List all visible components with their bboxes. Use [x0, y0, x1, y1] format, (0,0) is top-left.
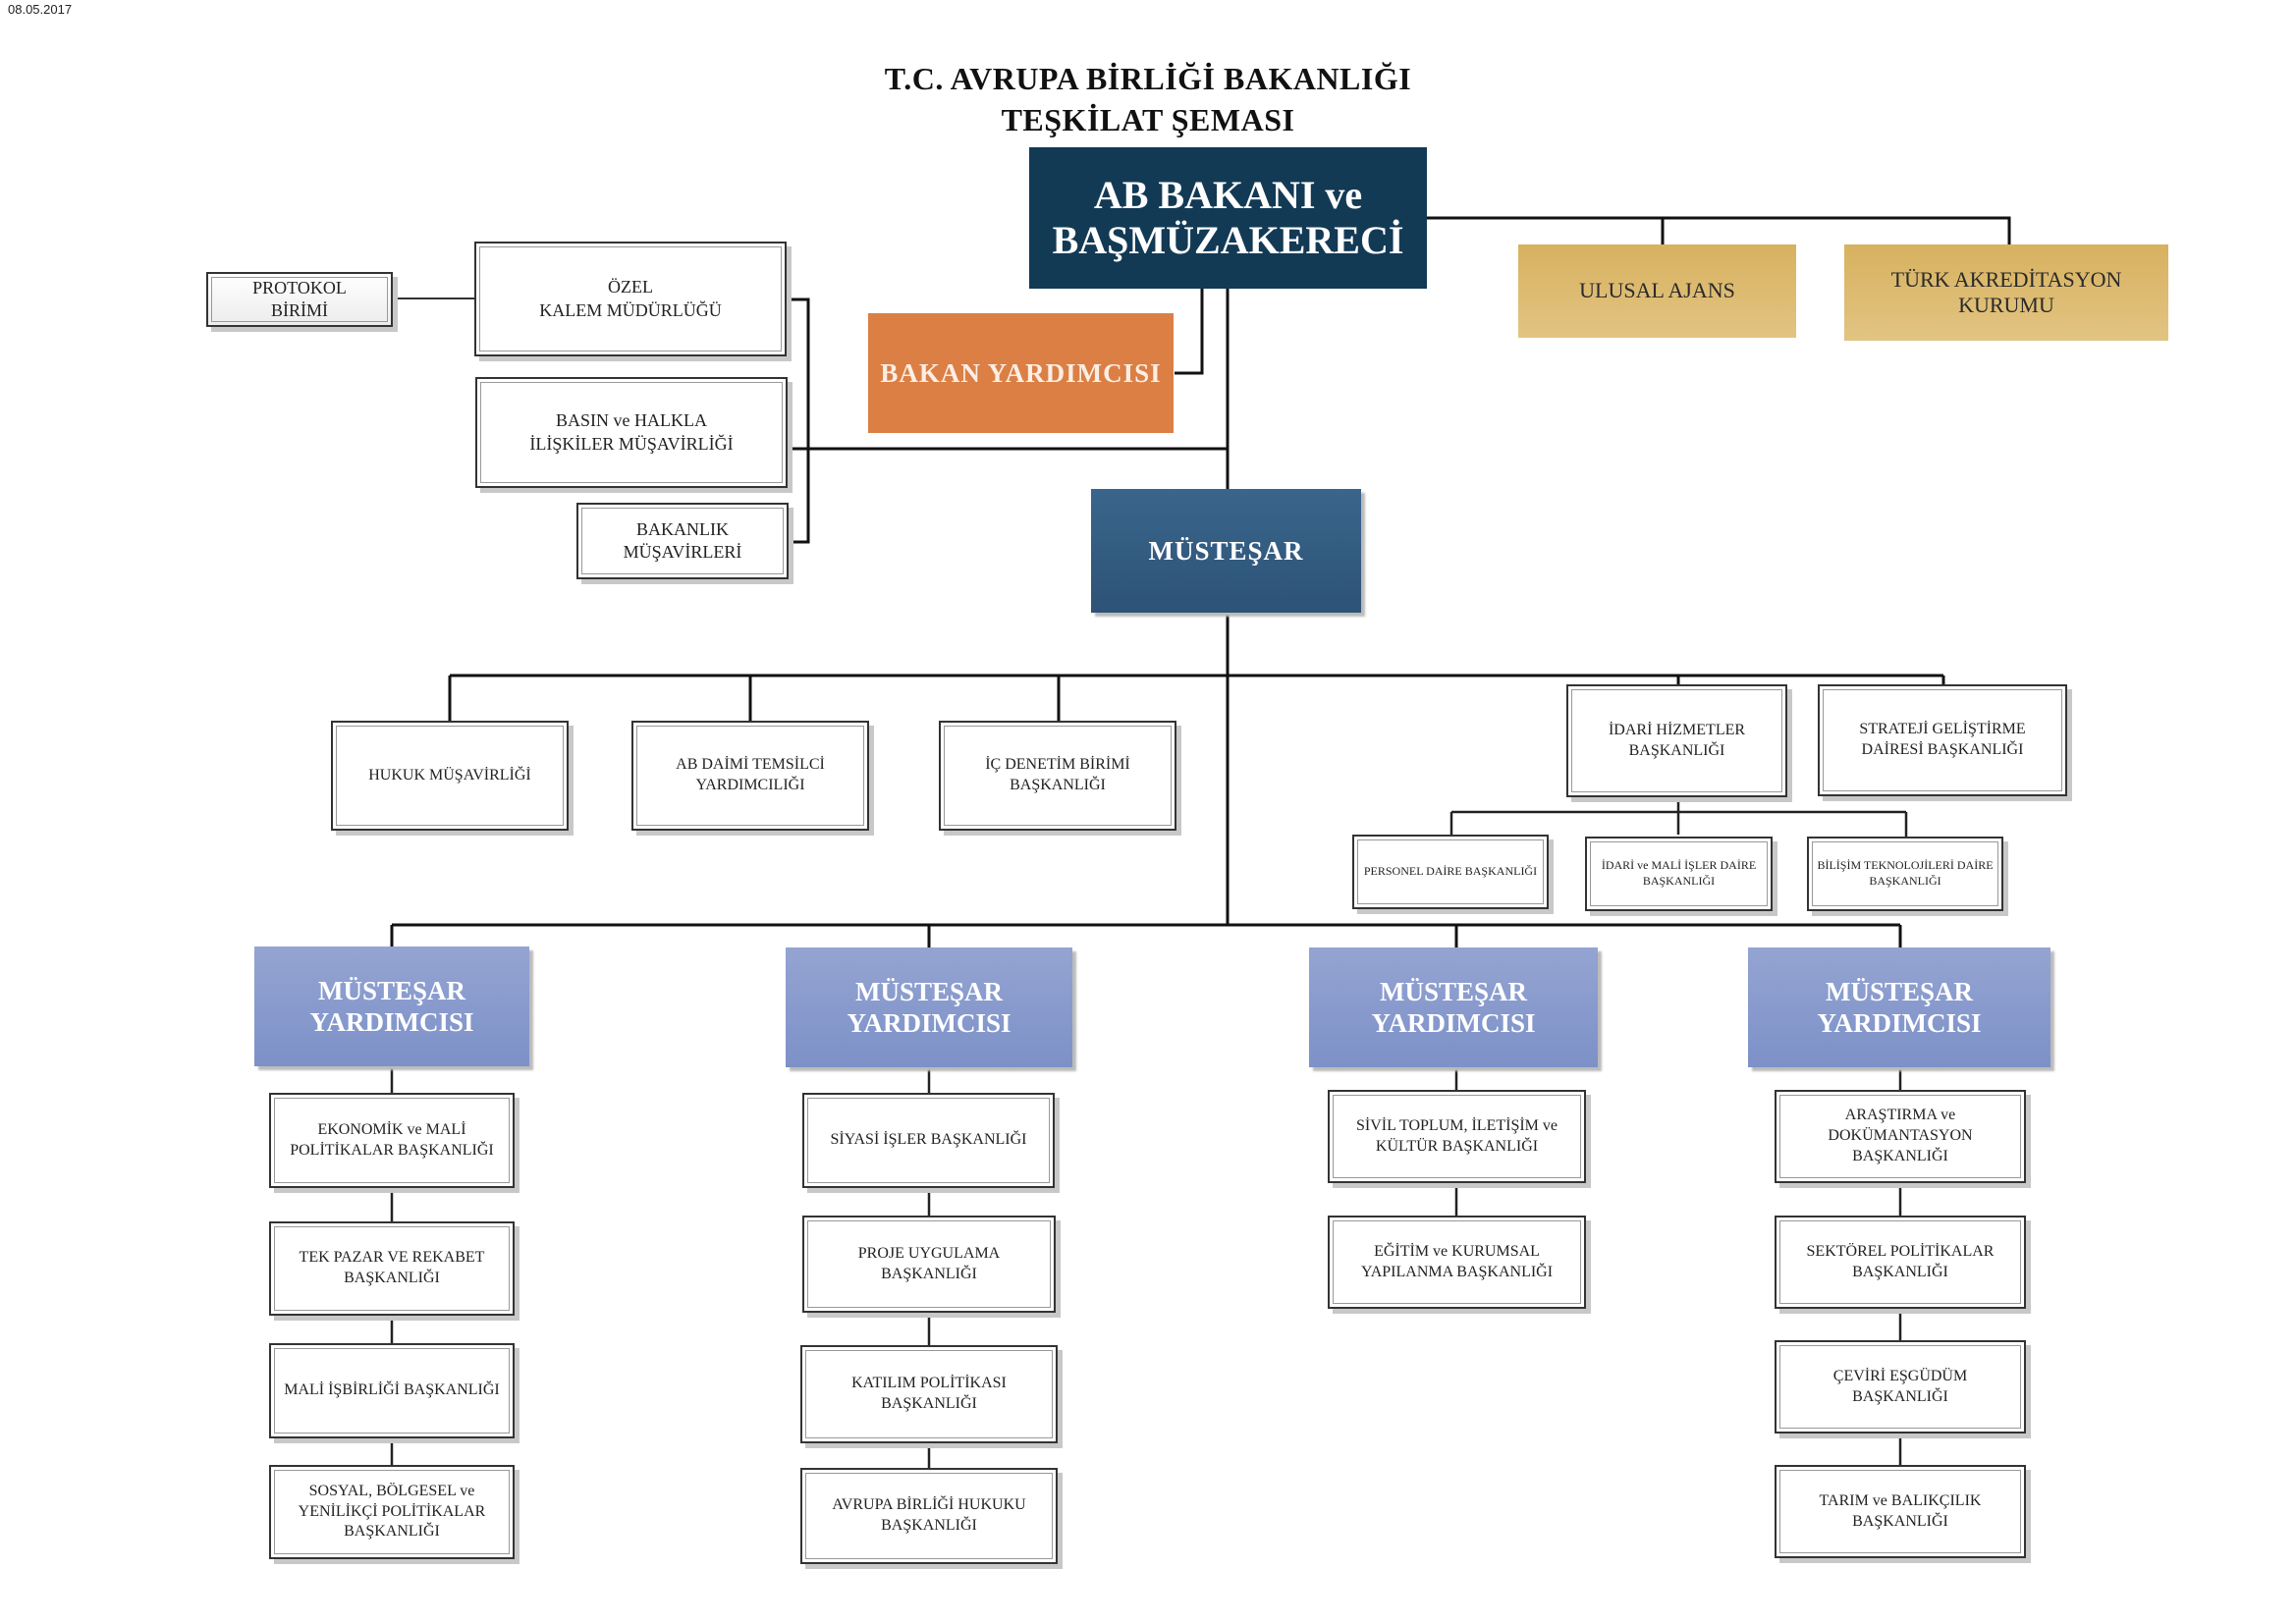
department-box: MALİ İŞBİRLİĞİ BAŞKANLIĞI	[269, 1343, 515, 1438]
chart-title-line1: T.C. AVRUPA BİRLİĞİ BAKANLIĞI	[884, 61, 1412, 96]
department-box: SİVİL TOPLUM, İLETİŞİM ve KÜLTÜR BAŞKANL…	[1328, 1090, 1586, 1183]
chart-title-line2: TEŞKİLAT ŞEMASI	[1001, 102, 1295, 137]
deputy-undersecretary-box: MÜSTEŞAR YARDIMCISI	[786, 947, 1072, 1067]
unit-label: İÇ DENETİM BİRİMİ BAŞKANLIĞI	[985, 756, 1130, 793]
connector	[1175, 289, 1204, 375]
unit-box: İÇ DENETİM BİRİMİ BAŞKANLIĞI	[939, 721, 1176, 831]
undersecretary-label: MÜSTEŞAR	[1148, 535, 1304, 566]
private-office-label: ÖZEL KALEM MÜDÜRLÜĞÜ	[539, 277, 722, 320]
press-relations-label: BASIN ve HALKLA İLİŞKİLER MÜŞAVİRLİĞİ	[529, 410, 734, 454]
deputy-minister-box: BAKAN YARDIMCISI	[868, 313, 1174, 433]
unit-box: AB DAİMİ TEMSİLCİ YARDIMCILIĞI	[631, 721, 869, 831]
department-box: PROJE UYGULAMA BAŞKANLIĞI	[802, 1216, 1056, 1313]
unit-label: STRATEJİ GELİŞTİRME DAİRESİ BAŞKANLIĞI	[1859, 721, 2026, 758]
connector	[789, 298, 810, 544]
department-label: SİYASİ İŞLER BAŞKANLIĞI	[830, 1131, 1027, 1149]
department-label: PROJE UYGULAMA BAŞKANLIĞI	[857, 1244, 1001, 1282]
private-office-box: ÖZEL KALEM MÜDÜRLÜĞÜ	[474, 242, 787, 356]
sub-unit-box: PERSONEL DAİRE BAŞKANLIĞI	[1352, 835, 1549, 909]
department-box: TEK PAZAR VE REKABET BAŞKANLIĞI	[269, 1221, 515, 1316]
department-label: EKONOMİK ve MALİ POLİTİKALAR BAŞKANLIĞI	[290, 1120, 494, 1159]
department-box: TARIM ve BALIKÇILIK BAŞKANLIĞI	[1775, 1465, 2026, 1558]
department-label: SİVİL TOPLUM, İLETİŞİM ve KÜLTÜR BAŞKANL…	[1355, 1116, 1558, 1155]
connector	[1427, 216, 2011, 245]
ministry-advisors-box: BAKANLIK MÜŞAVİRLERİ	[576, 503, 789, 579]
unit-box: İDARİ HİZMETLER BAŞKANLIĞI	[1566, 684, 1787, 797]
minister-label: AB BAKANI ve BAŞMÜZAKERECİ	[1052, 173, 1404, 262]
agency-label: TÜRK AKREDİTASYON KURUMU	[1890, 266, 2122, 317]
deputy-undersecretary-box: MÜSTEŞAR YARDIMCISI	[1748, 947, 2050, 1067]
sub-unit-box: BİLİŞİM TEKNOLOJİLERİ DAİRE BAŞKANLIĞI	[1807, 837, 2003, 911]
agency-box-ulusal-ajans: ULUSAL AJANS	[1518, 244, 1796, 338]
sub-unit-label: PERSONEL DAİRE BAŞKANLIĞI	[1363, 864, 1538, 879]
department-box: AVRUPA BİRLİĞİ HUKUKU BAŞKANLIĞI	[800, 1468, 1058, 1564]
department-label: MALİ İŞBİRLİĞİ BAŞKANLIĞI	[284, 1381, 500, 1399]
department-label: KATILIM POLİTİKASI BAŞKANLIĞI	[851, 1375, 1007, 1412]
department-label: EĞİTİM ve KURUMSAL YAPILANMA BAŞKANLIĞI	[1360, 1242, 1554, 1280]
unit-label: AB DAİMİ TEMSİLCİ YARDIMCILIĞI	[676, 756, 825, 793]
sub-unit-box: İDARİ ve MALİ İŞLER DAİRE BAŞKANLIĞI	[1585, 837, 1773, 911]
press-relations-box: BASIN ve HALKLA İLİŞKİLER MÜŞAVİRLİĞİ	[475, 377, 788, 488]
department-label: ARAŞTIRMA ve DOKÜMANTASYON BAŞKANLIĞI	[1828, 1107, 1973, 1164]
unit-box: HUKUK MÜŞAVİRLİĞİ	[331, 721, 569, 831]
sub-unit-label: BİLİŞİM TEKNOLOJİLERİ DAİRE BAŞKANLIĞI	[1817, 858, 1994, 888]
agency-label: ULUSAL AJANS	[1579, 278, 1735, 303]
unit-label: İDARİ HİZMETLER BAŞKANLIĞI	[1608, 721, 1746, 759]
deputy-minister-label: BAKAN YARDIMCISI	[880, 357, 1162, 388]
unit-label: HUKUK MÜŞAVİRLİĞİ	[368, 766, 531, 784]
protocol-unit-label: PROTOKOL BİRİMİ	[252, 277, 347, 320]
deputy-undersecretary-label: MÜSTEŞAR YARDIMCISI	[1371, 976, 1536, 1038]
department-box: ÇEVİRİ EŞGÜDÜM BAŞKANLIĞI	[1775, 1340, 2026, 1434]
undersecretary-box: MÜSTEŞAR	[1091, 489, 1361, 613]
agency-box-turkak: TÜRK AKREDİTASYON KURUMU	[1844, 244, 2168, 341]
sub-unit-label: İDARİ ve MALİ İŞLER DAİRE BAŞKANLIĞI	[1601, 858, 1757, 888]
deputy-undersecretary-label: MÜSTEŞAR YARDIMCISI	[309, 975, 474, 1037]
department-label: TARIM ve BALIKÇILIK BAŞKANLIĞI	[1819, 1491, 1982, 1530]
ministry-advisors-label: BAKANLIK MÜŞAVİRLERİ	[623, 518, 742, 562]
department-box: KATILIM POLİTİKASI BAŞKANLIĞI	[800, 1345, 1058, 1443]
department-box: EĞİTİM ve KURUMSAL YAPILANMA BAŞKANLIĞI	[1328, 1216, 1586, 1309]
department-label: ÇEVİRİ EŞGÜDÜM BAŞKANLIĞI	[1832, 1367, 1968, 1405]
deputy-undersecretary-box: MÜSTEŞAR YARDIMCISI	[1309, 947, 1598, 1067]
document-date: 08.05.2017	[8, 2, 73, 17]
department-label: TEK PAZAR VE REKABET BAŞKANLIĞI	[299, 1249, 485, 1286]
department-label: SOSYAL, BÖLGESEL ve YENİLİKÇİ POLİTİKALA…	[298, 1482, 486, 1541]
deputy-undersecretary-label: MÜSTEŞAR YARDIMCISI	[847, 976, 1011, 1038]
protocol-unit-box: PROTOKOL BİRİMİ	[206, 272, 393, 327]
deputy-undersecretary-box: MÜSTEŞAR YARDIMCISI	[254, 947, 529, 1066]
department-box: SOSYAL, BÖLGESEL ve YENİLİKÇİ POLİTİKALA…	[269, 1465, 515, 1559]
department-box: SİYASİ İŞLER BAŞKANLIĞI	[802, 1093, 1055, 1188]
department-box: ARAŞTIRMA ve DOKÜMANTASYON BAŞKANLIĞI	[1775, 1090, 2026, 1183]
deputy-undersecretary-label: MÜSTEŞAR YARDIMCISI	[1817, 976, 1982, 1038]
minister-box: AB BAKANI ve BAŞMÜZAKERECİ	[1029, 147, 1427, 289]
department-label: AVRUPA BİRLİĞİ HUKUKU BAŞKANLIĞI	[832, 1496, 1026, 1534]
department-box: EKONOMİK ve MALİ POLİTİKALAR BAŞKANLIĞI	[269, 1093, 515, 1188]
department-box: SEKTÖREL POLİTİKALAR BAŞKANLIĞI	[1775, 1216, 2026, 1309]
unit-box: STRATEJİ GELİŞTİRME DAİRESİ BAŞKANLIĞI	[1818, 684, 2067, 796]
department-label: SEKTÖREL POLİTİKALAR BAŞKANLIĞI	[1806, 1242, 1995, 1280]
